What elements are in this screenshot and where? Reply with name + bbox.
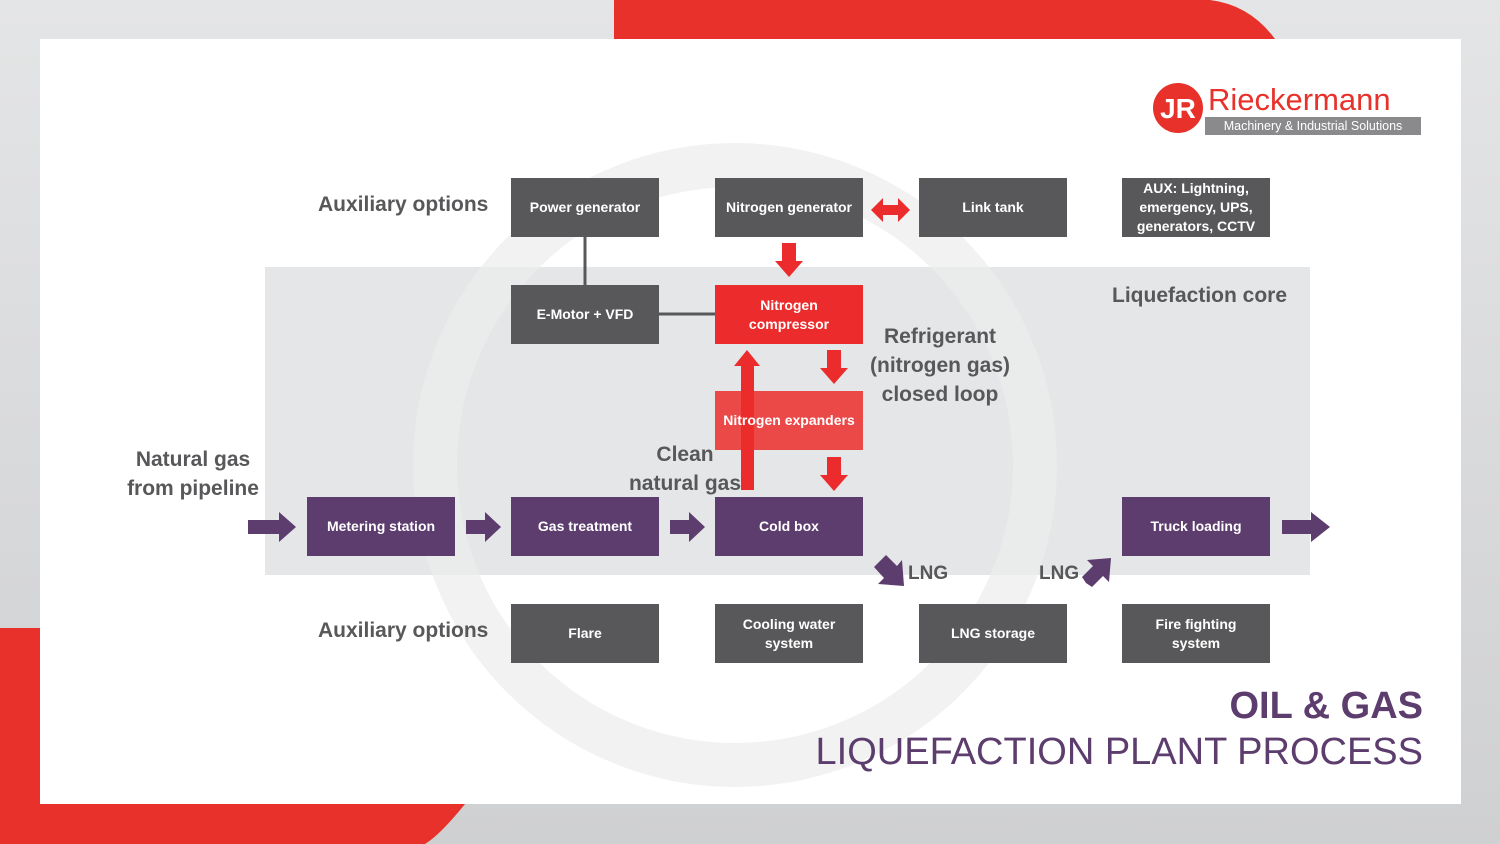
cooling-water-line-2: system (764, 634, 814, 651)
lng-storage-box: LNG storage (919, 604, 1067, 663)
refrigerant-line-1: Refrigerant (883, 325, 997, 348)
cooling-water-line-1: Cooling water (742, 615, 836, 632)
flare-box: Flare (511, 604, 659, 663)
title-liquefaction-process: LIQUEFACTION PLANT PROCESS (815, 731, 1423, 773)
svg-text:JR: JR (1160, 93, 1196, 124)
aux-services-box: AUX: Lightning, emergency, UPS, generato… (1122, 178, 1270, 237)
title-oil-gas: OIL & GAS (1229, 685, 1423, 727)
clean-gas-label: Clean natural gas (628, 440, 742, 498)
aux-options-bottom-label: Auxiliary options (318, 619, 489, 642)
link-tank-box: Link tank (919, 178, 1067, 237)
fire-fighting-line-1: Fire fighting (1155, 615, 1237, 632)
aux-services-line-3: generators, CCTV (1136, 218, 1256, 234)
refrigerant-line-2: (nitrogen gas) (870, 354, 1010, 377)
nitrogen-compressor-box: Nitrogen compressor (715, 285, 863, 344)
fire-fighting-line-2: system (1171, 634, 1221, 651)
truck-loading-box: Truck loading (1122, 497, 1270, 556)
emotor-vfd-box: E-Motor + VFD (511, 285, 659, 344)
aux-services-line-1: AUX: Lightning, (1143, 180, 1249, 196)
natural-gas-line-2: from pipeline (127, 477, 259, 500)
brand-tagline: Machinery & Industrial Solutions (1205, 117, 1421, 135)
lng-left-label: LNG (908, 563, 949, 584)
aux-services-line-2: emergency, UPS, (1139, 199, 1253, 215)
refrigerant-label: Refrigerant (nitrogen gas) closed loop (866, 322, 1014, 409)
natural-gas-label: Natural gas from pipeline (126, 445, 260, 503)
nitrogen-generator-box: Nitrogen generator (715, 178, 863, 237)
natural-gas-line-1: Natural gas (135, 448, 251, 471)
fire-fighting-box: Fire fighting system (1122, 604, 1270, 663)
clean-gas-line-2: natural gas (628, 472, 742, 495)
aux-options-top-label: Auxiliary options (318, 193, 489, 216)
power-generator-box: Power generator (511, 178, 659, 237)
refrigerant-line-3: closed loop (881, 383, 999, 406)
cooling-water-box: Cooling water system (715, 604, 863, 663)
liquefaction-core-label: Liquefaction core (1112, 284, 1288, 307)
brand-name: Rieckermann (1208, 82, 1391, 117)
nitrogen-expanders-box: Nitrogen expanders (715, 391, 863, 450)
rieckermann-logo-icon: JR (1153, 83, 1203, 133)
lng-right-label: LNG (1039, 563, 1080, 584)
gas-treatment-box: Gas treatment (511, 497, 659, 556)
clean-gas-line-1: Clean (656, 443, 714, 466)
metering-station-box: Metering station (307, 497, 455, 556)
cold-box: Cold box (715, 497, 863, 556)
